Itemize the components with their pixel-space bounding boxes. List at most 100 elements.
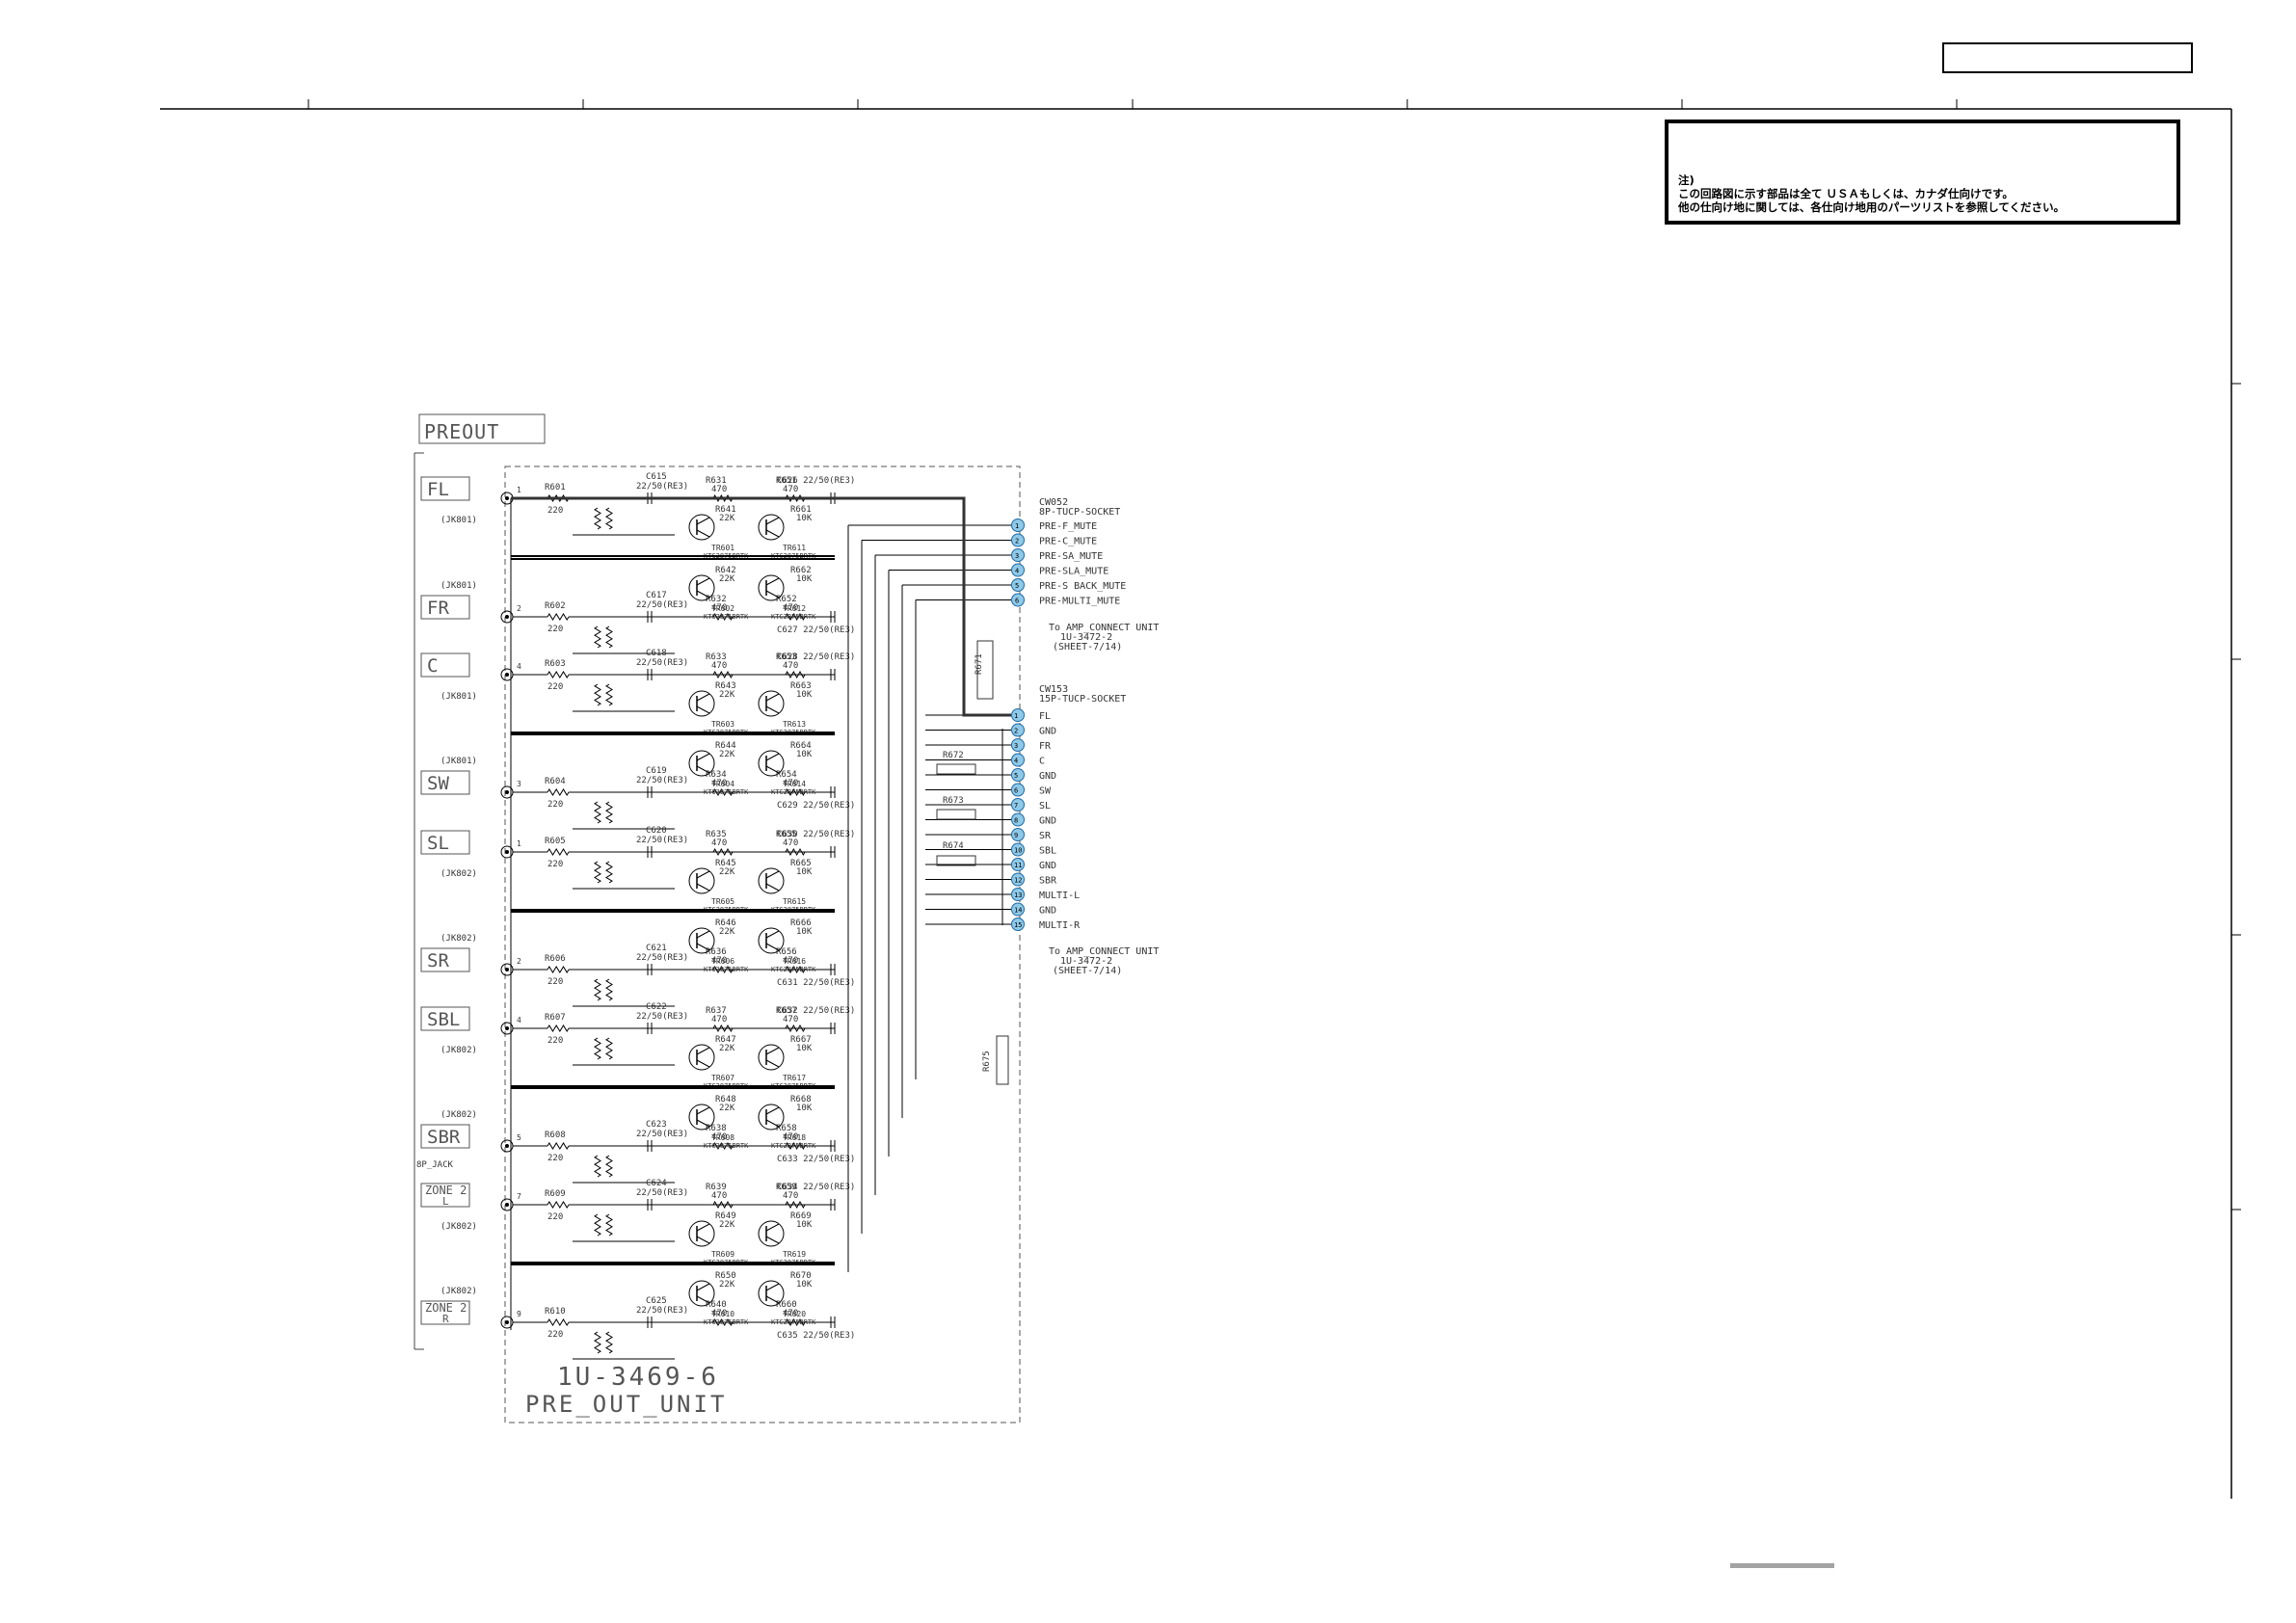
cw052-pin-number: 4 bbox=[1015, 568, 1019, 575]
cw153-pin-number: 12 bbox=[1014, 877, 1022, 885]
output-cap-label: C633 22/50(RE3) bbox=[777, 1155, 855, 1164]
bias-resistor-y-label: R661 bbox=[790, 505, 812, 515]
mute-transistor-2 bbox=[758, 867, 785, 894]
mute-transistor-1 bbox=[688, 1104, 715, 1131]
cw153-pin-number: 7 bbox=[1014, 802, 1018, 810]
note-line-3: 他の仕向け地に関しては、各仕向け地用のパーツリストを参照してください。 bbox=[1678, 200, 2066, 214]
series-resistor-a-value: 470 bbox=[711, 1309, 727, 1318]
cw153-subtitle: 15P-TUCP-SOCKET bbox=[1039, 694, 1126, 705]
input-resistor-value: 220 bbox=[547, 506, 563, 516]
resistor-symbol bbox=[712, 670, 734, 679]
input-resistor-label: R610 bbox=[545, 1307, 566, 1317]
series-resistor-b-value: 470 bbox=[783, 1309, 798, 1318]
channel-label-box bbox=[420, 947, 470, 972]
bias-resistor-x-label: R647 bbox=[715, 1035, 736, 1045]
transistor-2-label: TR614 bbox=[783, 780, 806, 788]
cw153-pin-label: MULTI-R bbox=[1039, 920, 1081, 931]
cw153-pin-number: 14 bbox=[1014, 907, 1022, 915]
series-resistor-a-label: R633 bbox=[706, 652, 727, 662]
cw153-pin-11 bbox=[1011, 858, 1025, 871]
resistor-symbol bbox=[605, 625, 613, 649]
coupling-cap-value: 22/50(RE3) bbox=[636, 1130, 688, 1139]
bias-resistor-x-label: R649 bbox=[715, 1211, 736, 1221]
jack-pin-number: 2 bbox=[517, 604, 521, 613]
jack-pin-number: 1 bbox=[517, 486, 521, 494]
cw153-pin-label: FR bbox=[1039, 741, 1052, 752]
resistor-symbol bbox=[605, 1037, 613, 1060]
cw153-pin-3 bbox=[1011, 738, 1025, 752]
mute-transistor-2 bbox=[758, 690, 785, 717]
bias-resistor-x-label: R646 bbox=[715, 918, 736, 928]
resistor-symbol bbox=[547, 671, 570, 678]
mute-transistor-2 bbox=[758, 514, 785, 541]
coupling-cap-value: 22/50(RE3) bbox=[636, 953, 688, 963]
coupling-cap-value: 22/50(RE3) bbox=[636, 600, 688, 610]
cw153-pin-number: 11 bbox=[1014, 862, 1022, 869]
bias-resistor-x-value: 22K bbox=[719, 514, 735, 523]
transistor-2-label: TR612 bbox=[783, 604, 806, 613]
resistor-symbol bbox=[785, 1317, 806, 1327]
cw052-pin-3 bbox=[1011, 548, 1025, 562]
cw153-pin-label: SBL bbox=[1039, 846, 1056, 857]
bias-resistor-x-value: 22K bbox=[719, 867, 735, 877]
series-resistor-b-label: R654 bbox=[776, 770, 797, 780]
cw153-pin-15 bbox=[1011, 918, 1025, 931]
cw153-pin-number: 8 bbox=[1014, 817, 1018, 825]
bias-resistor-y-value: 10K bbox=[796, 574, 813, 584]
cw153-pin-6 bbox=[1011, 783, 1025, 797]
cw052-pin-label: PRE-SA_MUTE bbox=[1039, 551, 1103, 562]
coupling-cap-value: 22/50(RE3) bbox=[636, 658, 688, 668]
bias-resistor-y-value: 10K bbox=[796, 750, 813, 759]
bias-resistor-x-label: R648 bbox=[715, 1095, 736, 1104]
input-resistor-value: 220 bbox=[547, 860, 563, 869]
resistor-symbol bbox=[785, 670, 806, 679]
resistor-symbol bbox=[547, 1201, 570, 1209]
bias-resistor-x-value: 22K bbox=[719, 574, 735, 584]
cw153-pin-label: SBR bbox=[1039, 876, 1057, 887]
bias-resistor-y-value: 10K bbox=[796, 1104, 813, 1113]
jack-pin-number: 3 bbox=[517, 780, 521, 788]
note-line-2: この回路図に示す部品は全て ＵＳＡもしくは、カナダ仕向けです。 bbox=[1678, 187, 2014, 200]
r671-body bbox=[976, 640, 994, 700]
mute-transistor-1 bbox=[688, 927, 715, 954]
mute-transistor-1 bbox=[688, 1220, 715, 1247]
channel-label-box bbox=[420, 830, 470, 855]
resistor-symbol bbox=[605, 683, 613, 706]
resistor-symbol bbox=[594, 1155, 601, 1178]
series-resistor-a-label: R638 bbox=[706, 1124, 727, 1133]
bias-resistor-x-label: R643 bbox=[715, 681, 736, 691]
coupling-cap-value: 22/50(RE3) bbox=[636, 836, 688, 845]
mute-transistor-1 bbox=[688, 690, 715, 717]
cw153-pin-label: MULTI-L bbox=[1039, 891, 1080, 901]
bias-resistor-y-label: R664 bbox=[790, 741, 812, 751]
series-resistor-b-label: R655 bbox=[776, 830, 797, 839]
series-resistor-b-value: 470 bbox=[783, 603, 798, 613]
channel-label-box bbox=[420, 1300, 470, 1325]
resistor-symbol bbox=[605, 1155, 613, 1178]
mute-transistor-1 bbox=[688, 1280, 715, 1307]
channel-label: SW bbox=[427, 773, 449, 794]
transistor-1-type: KTC2875BRTK bbox=[704, 613, 749, 621]
board-outline bbox=[504, 466, 1021, 1423]
transistor-1-label: TR608 bbox=[711, 1133, 734, 1142]
transistor-2-label: TR618 bbox=[783, 1133, 806, 1142]
cw153-pin-10 bbox=[1011, 842, 1025, 857]
output-cap-label: C630 22/50(RE3) bbox=[777, 830, 855, 839]
transistor-2-label: TR611 bbox=[783, 544, 806, 552]
series-resistor-b-value: 470 bbox=[783, 838, 798, 848]
cw052-pin-2 bbox=[1011, 533, 1025, 547]
sheet-frame bbox=[160, 99, 2241, 1499]
input-resistor-value: 220 bbox=[547, 625, 563, 634]
coupling-cap-label: C619 bbox=[646, 766, 667, 776]
mute-transistor-2 bbox=[758, 927, 785, 954]
series-resistor-a-value: 470 bbox=[711, 779, 727, 788]
r672-label: R672 bbox=[943, 751, 964, 760]
bias-resistor-x-label: R641 bbox=[715, 505, 736, 515]
resistor-symbol bbox=[785, 787, 806, 797]
cw052-pin-number: 6 bbox=[1015, 598, 1019, 605]
resistor-symbol bbox=[785, 1141, 806, 1151]
coupling-cap-value: 22/50(RE3) bbox=[636, 776, 688, 785]
